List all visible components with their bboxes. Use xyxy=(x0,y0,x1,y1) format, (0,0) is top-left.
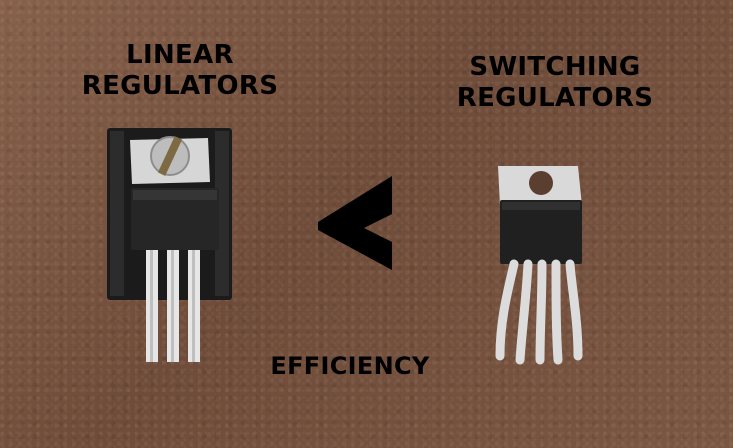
switching-lead-3 xyxy=(535,259,547,365)
heatsink-fin-left xyxy=(110,131,124,296)
linear-ic-body xyxy=(131,188,219,250)
switching-ic-body xyxy=(500,200,582,264)
linear-ic-highlight xyxy=(133,190,217,200)
heatsink-fin-right xyxy=(215,131,229,296)
switching-lead-5 xyxy=(565,259,583,361)
linear-title-line-1: LINEAR xyxy=(126,40,234,70)
mounting-hole xyxy=(529,171,553,195)
switching-lead-4 xyxy=(551,259,563,365)
switching-title-line-2: REGULATORS xyxy=(456,83,654,114)
switching-lead-2 xyxy=(515,259,533,365)
screw-slot xyxy=(157,136,183,176)
switching-regulators-title: SWITCHING REGULATORS xyxy=(455,52,655,114)
switching-lead-1 xyxy=(495,259,519,361)
switching-regulator-component xyxy=(495,166,583,365)
efficiency-caption: EFFICIENCY xyxy=(270,352,430,380)
linear-regulator-component xyxy=(107,128,232,362)
linear-regulators-title: LINEAR REGULATORS xyxy=(80,40,280,102)
less-than-symbol xyxy=(318,176,392,270)
switching-title-line-1: SWITCHING xyxy=(469,52,641,82)
linear-title-line-2: REGULATORS xyxy=(81,71,279,102)
